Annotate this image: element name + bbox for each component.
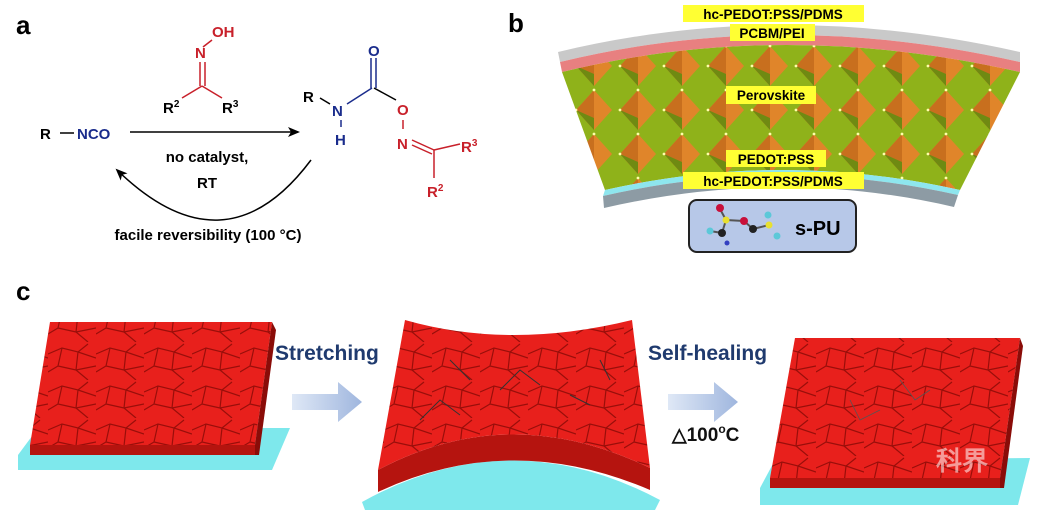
oxime-r3: R3 [222,99,239,117]
oxime-r2: R2 [163,99,180,117]
pristine-film [18,322,290,470]
molecule-icon [706,204,781,246]
product-oxime-n: N [397,136,408,153]
perovskite-layer [562,45,1020,190]
panel-label-b: b [508,8,524,38]
reactant-nco: NCO [77,126,111,143]
crack-lines [419,359,611,421]
label-pcbm-pei: PCBM/PEI [739,26,804,41]
product-r: R [303,89,314,106]
panel-a: a OH N R2 R3 R NCO no catalyst, RT facil… [16,10,478,244]
label-perovskite: Perovskite [737,88,806,103]
reactant-r: R [40,126,51,143]
reverse-arrow [115,159,312,221]
product-structure: R N H O O N R3 R2 [303,43,478,201]
s-pu-label: s-PU [795,218,841,240]
product-n: N [332,103,343,120]
layer-labels: hc-PEDOT:PSS/PDMS PCBM/PEI Perovskite PE… [683,5,864,189]
panel-label-a: a [16,10,31,40]
stretched-film [362,320,660,510]
arrow-self-healing [668,382,738,422]
red-grain-film [30,322,272,445]
self-healing-label: Self-healing [648,342,767,365]
reverse-label: facile reversibility (100 °C) [115,227,302,244]
product-r2: R2 [427,183,444,201]
substrate [362,460,660,510]
product-h: H [335,132,346,149]
cracked-grain-film [378,320,650,470]
label-top-hc-pedot: hc-PEDOT:PSS/PDMS [703,7,843,22]
healed-grain-film [770,338,1020,478]
oh-group: OH [212,24,235,41]
watermark: 科界 [936,446,988,476]
oxime-structure: OH N R2 R3 [163,24,239,117]
healed-crack-lines [849,379,931,421]
arrow-stretching [292,382,362,422]
stretching-label: Stretching [275,342,379,365]
oxime-n: N [195,45,206,62]
condition-catalyst: no catalyst, [166,149,249,166]
product-carbonyl-o: O [368,43,380,60]
healed-film [760,338,1030,505]
condition-temperature: RT [197,175,217,192]
top-pdms-layer [558,25,1020,62]
panel-label-c: c [16,276,30,306]
product-r3: R3 [461,138,478,156]
label-bottom-hc-pedot: hc-PEDOT:PSS/PDMS [703,174,843,189]
s-pu-legend: s-PU [688,199,857,253]
healing-condition: △100oC [671,422,740,446]
pcbm-layer [560,35,1020,72]
panel-b: b hc-PEDOT:PSS/PDMS PCBM/PEI Perovskite … [508,5,1020,253]
product-ester-o: O [397,102,409,119]
panel-c: c Stretching Self-healing △100oC [16,276,1030,510]
label-pedot-pss: PEDOT:PSS [738,152,815,167]
